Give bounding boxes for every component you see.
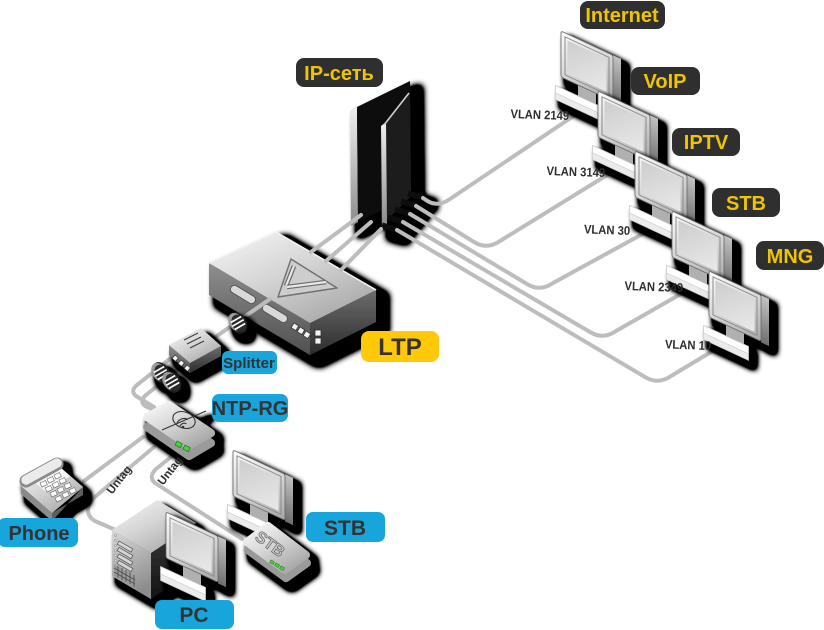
svg-text:STB: STB [726, 193, 766, 215]
svg-text:MNG: MNG [767, 246, 814, 268]
svg-text:PC: PC [179, 604, 208, 627]
svg-text:VLAN 30: VLAN 30 [584, 222, 631, 238]
svg-text:Phone: Phone [8, 523, 69, 545]
svg-text:LTP: LTP [378, 334, 422, 361]
svg-text:VoIP: VoIP [644, 71, 687, 93]
svg-text:STB: STB [324, 517, 366, 540]
svg-text:VLAN 2149: VLAN 2149 [510, 106, 570, 123]
svg-text:Splitter: Splitter [223, 355, 275, 372]
svg-text:IP-сеть: IP-сеть [304, 63, 374, 85]
svg-text:IPTV: IPTV [684, 132, 729, 154]
svg-text:Internet: Internet [585, 5, 659, 27]
svg-text:VLAN 3149: VLAN 3149 [546, 163, 606, 180]
svg-text:VLAN 10: VLAN 10 [665, 337, 712, 353]
svg-text:VLAN 2349: VLAN 2349 [624, 278, 684, 295]
svg-text:NTP-RG: NTP-RG [212, 398, 289, 420]
